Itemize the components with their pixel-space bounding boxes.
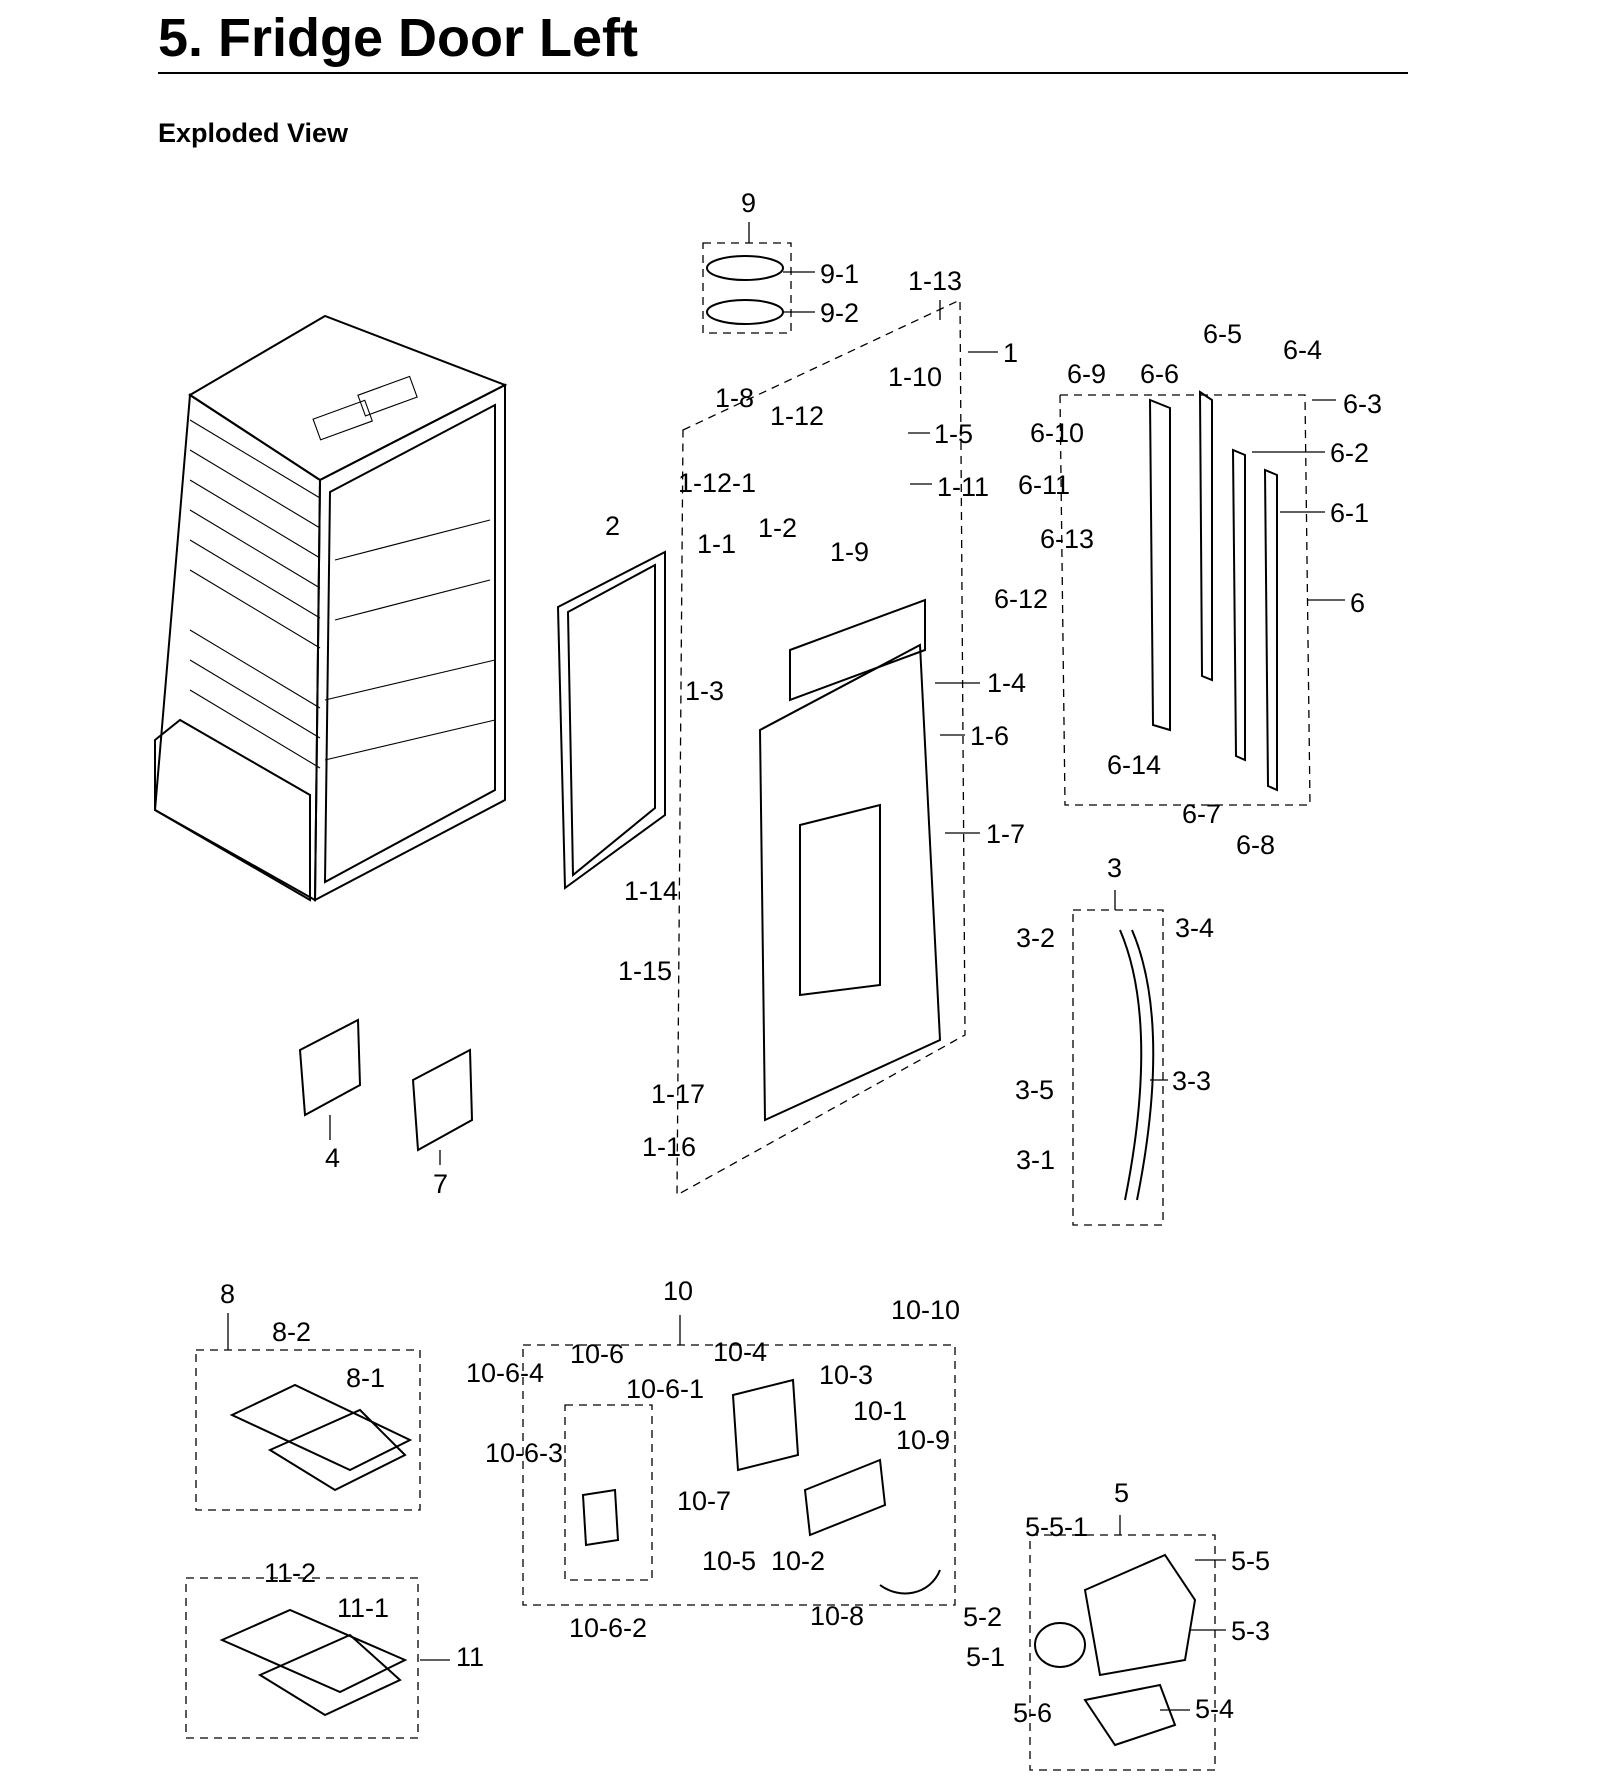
label-6-8: 6-8 — [1236, 830, 1275, 860]
label-3-4: 3-4 — [1175, 913, 1214, 943]
label-6-13: 6-13 — [1040, 524, 1094, 554]
label-5-2: 5-2 — [963, 1602, 1002, 1632]
label-6-5: 6-5 — [1203, 319, 1242, 349]
label-3: 3 — [1107, 853, 1122, 883]
label-1-14: 1-14 — [624, 876, 678, 906]
label-10: 10 — [663, 1276, 693, 1306]
label-5-5: 5-5 — [1231, 1546, 1270, 1576]
part-labels: 9 9-1 9-2 1-13 1 1-10 1-8 1-12 1-5 1-12-… — [220, 188, 1382, 1728]
label-10-6-1: 10-6-1 — [626, 1374, 704, 1404]
label-3-2: 3-2 — [1016, 923, 1055, 953]
label-7: 7 — [433, 1169, 448, 1199]
part-3-group — [1072, 909, 1164, 1226]
label-1-5: 1-5 — [934, 419, 973, 449]
label-1-11: 1-11 — [937, 472, 989, 502]
label-5-6: 5-6 — [1013, 1698, 1052, 1728]
label-5-1: 5-1 — [966, 1642, 1005, 1672]
label-10-3: 10-3 — [819, 1360, 873, 1390]
label-11-1: 11-1 — [337, 1593, 389, 1623]
part-6-group — [1059, 390, 1311, 806]
label-6-14: 6-14 — [1107, 750, 1161, 780]
label-10-6: 10-6 — [570, 1339, 624, 1369]
label-5: 5 — [1114, 1478, 1129, 1508]
door-assembly-part-1 — [676, 298, 966, 1197]
label-11: 11 — [456, 1642, 484, 1672]
label-6-11: 6-11 — [1018, 470, 1070, 500]
label-6-9: 6-9 — [1067, 359, 1106, 389]
parts-4-and-7 — [298, 1018, 474, 1152]
part-8-group — [195, 1349, 421, 1511]
part-9-group — [702, 242, 792, 334]
label-5-3: 5-3 — [1231, 1616, 1270, 1646]
label-1-12-1: 1-12-1 — [678, 468, 756, 498]
label-6: 6 — [1350, 588, 1365, 618]
part-11-group — [185, 1577, 419, 1739]
label-1-6: 1-6 — [970, 721, 1009, 751]
door-gasket-part-2 — [556, 550, 666, 890]
label-6-6: 6-6 — [1140, 359, 1179, 389]
label-3-3: 3-3 — [1172, 1066, 1211, 1096]
label-5-5-1: 5-5-1 — [1025, 1512, 1088, 1542]
label-10-6-2: 10-6-2 — [569, 1613, 647, 1643]
label-10-1: 10-1 — [853, 1396, 907, 1426]
part-5-group — [1029, 1534, 1216, 1771]
part-10-group — [522, 1344, 956, 1606]
label-10-4: 10-4 — [713, 1337, 767, 1367]
label-1-9: 1-9 — [830, 537, 869, 567]
label-9: 9 — [741, 188, 756, 218]
label-3-5: 3-5 — [1015, 1075, 1054, 1105]
label-9-1: 9-1 — [820, 259, 859, 289]
label-6-1: 6-1 — [1330, 498, 1369, 528]
label-1-3: 1-3 — [685, 676, 724, 706]
label-5-4: 5-4 — [1195, 1694, 1234, 1724]
label-10-7: 10-7 — [677, 1486, 731, 1516]
label-11-2: 11-2 — [264, 1558, 316, 1588]
label-1-4: 1-4 — [987, 668, 1026, 698]
label-10-2: 10-2 — [771, 1546, 825, 1576]
label-10-6-4: 10-6-4 — [466, 1358, 544, 1388]
label-3-1: 3-1 — [1016, 1145, 1055, 1175]
label-1-15: 1-15 — [618, 956, 672, 986]
label-1-12: 1-12 — [770, 401, 824, 431]
label-1-13: 1-13 — [908, 266, 962, 296]
label-6-2: 6-2 — [1330, 438, 1369, 468]
label-1-1: 1-1 — [697, 529, 736, 559]
label-1-2: 1-2 — [758, 513, 797, 543]
label-8: 8 — [220, 1279, 235, 1309]
label-10-10: 10-10 — [891, 1295, 960, 1325]
label-8-1: 8-1 — [346, 1363, 385, 1393]
label-10-5: 10-5 — [702, 1546, 756, 1576]
title-rule — [158, 72, 1408, 74]
leader-lines — [227, 222, 1345, 1711]
label-10-6-3: 10-6-3 — [485, 1438, 563, 1468]
label-10-9: 10-9 — [896, 1425, 950, 1455]
label-1-10: 1-10 — [888, 362, 942, 392]
label-4: 4 — [325, 1143, 340, 1173]
label-1: 1 — [1003, 338, 1018, 368]
label-2: 2 — [605, 511, 620, 541]
label-9-2: 9-2 — [820, 298, 859, 328]
page-title: 5. Fridge Door Left — [158, 8, 639, 68]
label-1-8: 1-8 — [715, 383, 754, 413]
label-1-17: 1-17 — [651, 1079, 705, 1109]
fridge-cabinet-drawing — [153, 314, 508, 902]
label-1-16: 1-16 — [642, 1132, 696, 1162]
section-subtitle: Exploded View — [158, 118, 349, 148]
label-6-4: 6-4 — [1283, 335, 1322, 365]
label-6-10: 6-10 — [1030, 418, 1084, 448]
label-6-12: 6-12 — [994, 584, 1048, 614]
label-6-7: 6-7 — [1182, 799, 1221, 829]
label-10-8: 10-8 — [810, 1601, 864, 1631]
label-1-7: 1-7 — [986, 819, 1025, 849]
label-8-2: 8-2 — [272, 1317, 311, 1347]
label-6-3: 6-3 — [1343, 389, 1382, 419]
